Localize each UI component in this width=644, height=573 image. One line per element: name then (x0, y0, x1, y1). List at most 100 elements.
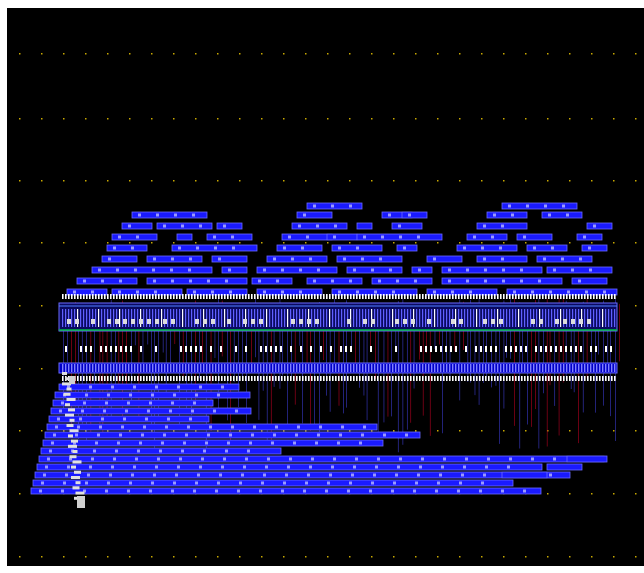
cell-stripe-2 (425, 364, 427, 372)
cell-stripe-2 (602, 364, 604, 372)
pin-top (512, 294, 514, 299)
grid-dot (503, 53, 505, 55)
pin-bottom (308, 376, 310, 381)
mid-pin (80, 346, 82, 352)
pin-top (572, 294, 574, 299)
via (337, 441, 340, 445)
pin-bottom (389, 376, 391, 381)
via (502, 279, 505, 283)
via (163, 433, 166, 437)
cell-stripe (110, 309, 112, 327)
via (155, 385, 158, 389)
pin-bottom (281, 376, 283, 381)
pin-top (500, 294, 502, 299)
via (67, 465, 70, 469)
pin-top (470, 294, 472, 299)
grid-dot (635, 53, 637, 55)
via (349, 204, 352, 208)
cell-stripe-2 (272, 364, 274, 372)
cell-stripe-2 (449, 364, 451, 372)
grid-dot (63, 556, 65, 558)
pin-bottom (110, 376, 112, 381)
via (113, 246, 116, 250)
cell-stripe-2 (269, 364, 271, 372)
cell-stripe (572, 309, 574, 327)
cell-stripe-2 (512, 364, 514, 372)
mid-pin (590, 346, 592, 352)
pin-bottom (407, 376, 409, 381)
pin-bottom (557, 376, 559, 381)
via (338, 246, 341, 250)
pin-bottom (119, 376, 121, 381)
via (111, 385, 114, 389)
pin-top (521, 294, 523, 299)
cell-stripe (197, 309, 199, 327)
cell-stripe (293, 309, 295, 327)
pin-top (341, 294, 343, 299)
pin-top (476, 294, 478, 299)
grid-dot (195, 118, 197, 120)
pin-label (71, 439, 78, 443)
via (485, 465, 488, 469)
cell-stripe (65, 309, 67, 327)
cell-stripe-2 (482, 364, 484, 372)
cell-pin (155, 319, 159, 324)
cell-stripe (491, 309, 493, 327)
via (125, 409, 128, 413)
mid-pin (570, 346, 572, 352)
pin-top (545, 294, 547, 299)
top-wire (146, 255, 203, 263)
pin-top (485, 294, 487, 299)
pin-top (134, 294, 136, 299)
cell-stripe-2 (143, 364, 145, 372)
cell-stripe-2 (398, 364, 400, 372)
cell-stripe (464, 309, 466, 327)
via (303, 213, 306, 217)
grid-dot (569, 118, 571, 120)
pin-top (269, 294, 271, 299)
pin-top (200, 294, 202, 299)
layout-canvas[interactable] (7, 8, 644, 566)
cell-stripe-2 (320, 364, 322, 372)
pin-bottom (539, 376, 541, 381)
pin-bottom (356, 376, 358, 381)
cell-pin (587, 319, 591, 324)
cell-stripe (146, 309, 148, 327)
via (513, 290, 516, 294)
via (303, 489, 306, 493)
pin-label (66, 398, 76, 401)
cell-pin (427, 319, 431, 324)
pin-top (491, 294, 493, 299)
cell-stripe (599, 309, 601, 327)
pin-bottom (473, 376, 475, 381)
cell-stripe-2 (260, 364, 262, 372)
via (165, 425, 168, 429)
pin-top (86, 294, 88, 299)
top-wire (486, 211, 528, 219)
grid-dot (591, 118, 593, 120)
pin-bottom (461, 376, 463, 381)
cell-stripe (272, 309, 274, 327)
via (481, 246, 484, 250)
via (229, 290, 232, 294)
pin-top (518, 294, 520, 299)
grid-dot (217, 242, 219, 244)
via (145, 417, 148, 421)
cell-stripe-2 (434, 364, 436, 372)
cell-stripe (155, 309, 157, 327)
pin-bottom (431, 376, 433, 381)
cell-stripe (341, 309, 343, 327)
pin-top (359, 294, 361, 299)
pin-top (431, 294, 433, 299)
grid-dot (283, 118, 285, 120)
via (307, 473, 310, 477)
grid-dot (459, 430, 461, 432)
via (89, 385, 92, 389)
via (283, 481, 286, 485)
via (192, 213, 195, 217)
via (413, 489, 416, 493)
pin-top (326, 294, 328, 299)
cell-stripe (410, 309, 412, 327)
pin-label (72, 460, 82, 464)
via (397, 465, 400, 469)
